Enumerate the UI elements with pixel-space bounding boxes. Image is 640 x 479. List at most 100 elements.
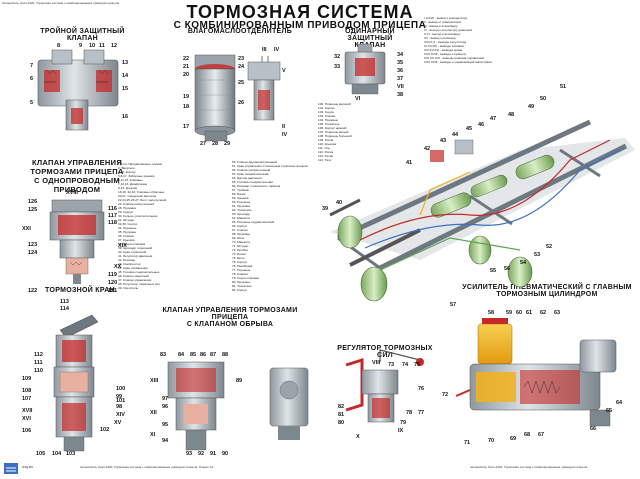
callout-120: 120 <box>108 280 118 286</box>
brake-force-regulator <box>345 349 424 423</box>
callout-roman-xiv: XIV <box>116 412 125 418</box>
legend-item: 18,19. 42,43. Клапаны обратные <box>118 190 165 194</box>
callout-roman-ix: IX <box>398 428 404 434</box>
callout-78: 78 <box>406 410 413 416</box>
callout-36: 36 <box>397 68 404 74</box>
callout-35: 35 <box>397 60 404 66</box>
legend-item: 6,11,15. Клапаны <box>118 178 143 182</box>
footer-left-note: Автомобиль Урал-4320. Тормозная система … <box>80 465 214 469</box>
legend-item: 37. Крышка <box>118 238 135 242</box>
callout-roman-xiii: XIII <box>150 378 159 384</box>
callout-22: 22 <box>183 56 190 62</box>
callout-66: 66 <box>590 426 597 432</box>
legend-item: 5,8,17. Заборные крышки <box>118 174 155 178</box>
callout-72: 72 <box>442 392 449 398</box>
legend-item: VII - вывод к ресиверу <box>424 36 456 40</box>
section-title-trailer-line2: ТОРМОЗАМИ ПРИЦЕПА <box>30 167 124 176</box>
legend-item: 108. Поршень большой <box>318 134 352 138</box>
callout-65: 65 <box>606 408 613 414</box>
legend-item: 114. Тяга <box>318 158 331 162</box>
legend-item: 79. Седло клапана <box>232 276 260 280</box>
callout-roman-iii: III <box>262 47 267 53</box>
callout-123: 123 <box>28 242 38 248</box>
legend-item: 72. Пробка <box>232 248 248 252</box>
callout-8: 8 <box>57 43 61 49</box>
legend-item: 67. Клапан <box>232 228 248 232</box>
callout-58: 58 <box>488 310 495 316</box>
callout-17: 17 <box>183 124 190 130</box>
legend-item: 56. Ресивер стояночного тормоза <box>232 184 281 188</box>
legend-item: 36. Клапан <box>118 234 134 238</box>
callout-21: 21 <box>183 64 190 70</box>
legend-item: 28. Пружина <box>118 206 136 210</box>
legend-middle: 50. Клапан двухмагистральный 51. Кран уп… <box>232 160 330 308</box>
legend-item: 45. Головки соединительные <box>118 270 160 274</box>
callout-103: 103 <box>66 451 76 457</box>
callout-52: 52 <box>546 244 553 250</box>
legend-item: V,VI - выход в атмосферу <box>424 32 461 36</box>
legend-right: I,II,XVII - вывод к компрессору II - выв… <box>424 16 536 64</box>
callout-19: 19 <box>183 94 190 100</box>
callout-28: 28 <box>212 141 219 147</box>
callout-46: 46 <box>478 122 485 128</box>
legend-item: 63. Цилиндр <box>232 212 250 216</box>
callout-93: 93 <box>186 451 193 457</box>
callout-71: 71 <box>464 440 471 446</box>
legend-item: 31. Штуцер <box>118 218 135 222</box>
legend-item: II - вывод от компрессора <box>424 20 461 24</box>
callout-69: 69 <box>510 436 517 442</box>
callout-roman-xvii: XVII <box>22 408 33 414</box>
legend-item: 9,13. Крышки <box>118 186 138 190</box>
trailer-control-break-valve <box>167 361 309 451</box>
callout-roman-xix: XIX <box>118 243 127 249</box>
callout-116: 116 <box>108 206 117 212</box>
callout-25: 25 <box>238 80 245 86</box>
callout-roman-iv-2: IV <box>282 132 288 138</box>
callout-roman-vi: VI <box>355 96 361 102</box>
footer-right-note: Автомобиль Урал-4320. Тормозная система … <box>470 465 588 469</box>
legend-item: 73. Рычаг <box>232 252 246 256</box>
callout-94: 94 <box>162 438 169 444</box>
callout-47: 47 <box>490 116 497 122</box>
page-title: ТОРМОЗНАЯ СИСТЕМА <box>186 2 414 22</box>
legend-item: 44. Кран управления <box>118 266 148 270</box>
callout-42: 42 <box>424 146 431 152</box>
legend-item: 104. Пружина <box>318 118 338 122</box>
callout-roman-iv: IV <box>274 47 280 53</box>
callout-118: 118 <box>108 220 117 226</box>
legend-item: 50. Клапан двухмагистральный <box>232 160 278 164</box>
callout-99: 99 <box>116 394 123 400</box>
callout-roman-ii: II <box>282 124 286 130</box>
legend-item: 20,21. Сердечник фильтра <box>118 194 157 198</box>
legend-item: 113. Рычаг <box>318 154 334 158</box>
legend-item: 80. Пружина <box>232 280 250 284</box>
callout-113: 113 <box>60 299 69 305</box>
legend-item: 61. Пружина <box>232 204 250 208</box>
legend-item: 111. Ось <box>318 146 330 150</box>
callout-55: 55 <box>490 268 497 274</box>
callout-56: 56 <box>504 266 511 272</box>
callout-100: 100 <box>116 386 126 392</box>
callout-63: 63 <box>554 310 561 316</box>
callout-18: 18 <box>183 104 190 110</box>
callout-107: 107 <box>22 396 32 402</box>
section-title-trailer-control-break: КЛАПАН УПРАВЛЕНИЯ ТОРМОЗАМИ ПРИЦЕПА С КЛ… <box>150 307 310 328</box>
trailer-control-valve <box>49 199 105 284</box>
section-title-triple-valve: ТРОЙНОЙ ЗАЩИТНЫЙ КЛАПАН <box>40 28 125 42</box>
moisture-separator <box>194 54 281 142</box>
legend-item: 66. Корпус <box>232 224 248 228</box>
callout-40: 40 <box>336 200 343 206</box>
callout-119: 119 <box>108 272 117 278</box>
section-title-booster-line1: УСИЛИТЕЛЬ ПНЕВМАТИЧЕСКИЙ С ГЛАВНЫМ <box>462 284 632 291</box>
section-title-trailer-control: КЛАПАН УПРАВЛЕНИЯ ТОРМОЗАМИ ПРИЦЕПА С ОД… <box>22 158 132 194</box>
callout-13: 13 <box>122 60 129 66</box>
top-note: Автомобиль Урал-4320. Тормозная система … <box>2 1 120 5</box>
legend-item: 59. Крышка <box>232 196 249 200</box>
section-title-brake-valve: ТОРМОЗНОЙ КРАН <box>45 287 115 294</box>
callout-49: 49 <box>528 104 535 110</box>
legend-item: VIII,IX,X - выводы регулятора <box>424 40 467 44</box>
callout-20: 20 <box>183 72 190 78</box>
callout-114: 114 <box>60 306 69 312</box>
legend-item: 4,10. Корпус <box>118 170 136 174</box>
callout-54: 54 <box>520 260 527 266</box>
